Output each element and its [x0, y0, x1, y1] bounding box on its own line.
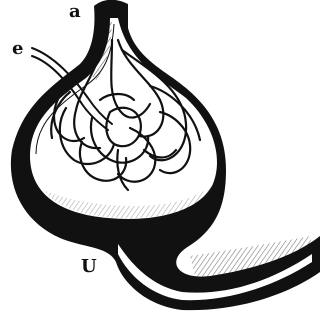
label-u: U	[81, 258, 97, 276]
label-e: e	[12, 40, 23, 58]
label-a: a	[69, 3, 81, 21]
capsule-outer-wall	[11, 0, 320, 310]
glomerulus-loops	[51, 40, 200, 190]
